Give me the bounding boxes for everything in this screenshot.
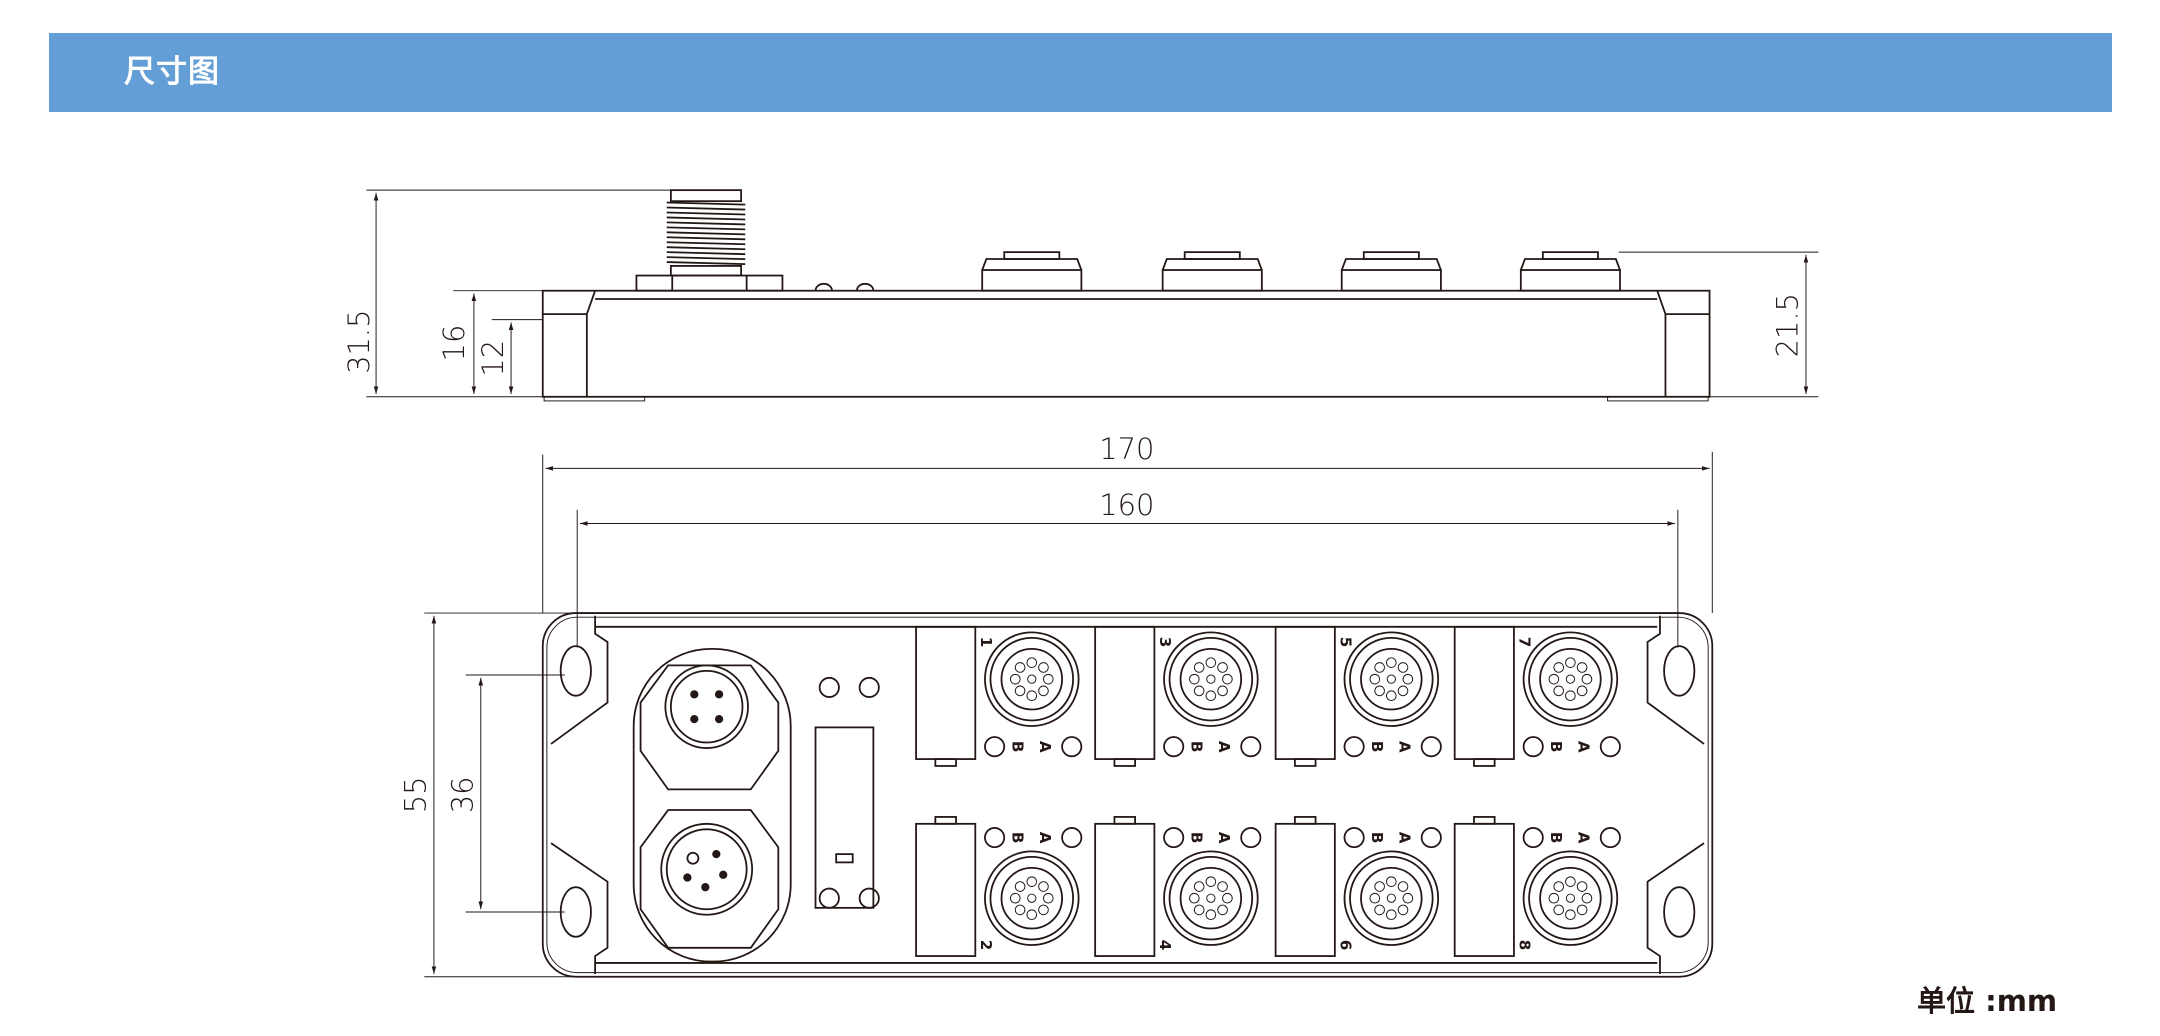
led-b-label: B <box>1547 741 1565 753</box>
led-b <box>1343 827 1365 849</box>
port-number: 4 <box>1156 940 1174 951</box>
m12-port-connector <box>984 631 1080 727</box>
port-number: 3 <box>1156 637 1174 648</box>
led-a <box>1420 736 1442 758</box>
led-a-label: A <box>1575 741 1593 753</box>
port-connector-side <box>1519 251 1621 292</box>
port-label-window <box>915 822 977 957</box>
led-b <box>1343 736 1365 758</box>
port-connector-side <box>981 251 1083 292</box>
led-a-label: A <box>1036 832 1054 844</box>
led-b-label: B <box>1188 741 1206 753</box>
port-connector-side <box>1161 251 1263 292</box>
status-led <box>818 676 840 698</box>
section-header: 尺寸图 <box>49 33 2112 112</box>
led-b-label: B <box>1188 832 1206 844</box>
dim-port-height: 21.5 <box>1771 293 1805 357</box>
led-a-label: A <box>1036 741 1054 753</box>
led-a-label: A <box>1396 741 1414 753</box>
m12-port-connector <box>1163 631 1259 727</box>
front-view: 170 160 55 36 <box>399 432 1714 978</box>
port-label-window <box>1094 822 1156 957</box>
m12-port-connector <box>1522 850 1619 946</box>
led-b <box>984 736 1006 758</box>
led-a <box>1061 827 1083 849</box>
port-label-window <box>1094 625 1156 760</box>
dim-width: 55 <box>399 776 433 813</box>
m12-connector-side <box>635 189 784 292</box>
side-view: 31.5 16 12 21.5 <box>342 189 1819 402</box>
status-led <box>858 676 880 698</box>
dim-hole-spacing: 160 <box>1099 488 1154 522</box>
led-b <box>1163 827 1185 849</box>
led-a <box>1599 736 1621 758</box>
led-a-label: A <box>1575 832 1593 844</box>
m12-port-connector <box>984 850 1080 946</box>
dim-hole-spacing-vertical: 36 <box>446 776 480 813</box>
dim-length: 170 <box>1099 432 1154 466</box>
m12-power-connector-in <box>664 664 749 749</box>
led-b-label: B <box>1368 832 1386 844</box>
m12-port-connector <box>1522 631 1619 727</box>
led-a <box>1061 736 1083 758</box>
mounting-hole <box>1663 645 1696 697</box>
port-number: 8 <box>1515 940 1533 951</box>
dim-base-height: 12 <box>476 340 510 377</box>
port-connector-side <box>1340 251 1442 292</box>
led-a-label: A <box>1215 832 1233 844</box>
led-b-label: B <box>1009 832 1027 844</box>
led-a <box>1420 827 1442 849</box>
dim-body-height: 16 <box>437 325 471 362</box>
m12-port-connector <box>1163 850 1259 946</box>
port-label-window <box>1274 625 1336 760</box>
m12-port-connector <box>1343 850 1440 946</box>
led-b <box>984 827 1006 849</box>
unit-label: 单位 :mm <box>1917 984 2058 1018</box>
m12-power-connector-out <box>660 822 754 916</box>
led-b <box>1163 736 1185 758</box>
port-number: 7 <box>1515 637 1533 648</box>
led-a <box>1240 827 1262 849</box>
m12-port-connector <box>1343 631 1440 727</box>
status-led <box>858 887 880 909</box>
port-number: 1 <box>977 637 995 648</box>
led-a-label: A <box>1215 741 1233 753</box>
led-b-label: B <box>1368 741 1386 753</box>
mounting-hole <box>1663 886 1696 938</box>
port-label-window <box>1274 822 1336 957</box>
led-b-label: B <box>1009 741 1027 753</box>
led-b <box>1522 827 1544 849</box>
port-number: 2 <box>977 940 995 951</box>
led-a <box>1599 827 1621 849</box>
port-number: 5 <box>1336 637 1354 648</box>
led-a <box>1240 736 1262 758</box>
status-led <box>818 887 840 909</box>
dim-total-height: 31.5 <box>342 309 376 373</box>
port-number: 6 <box>1336 940 1354 951</box>
port-label-window <box>1453 625 1515 760</box>
label-window <box>814 726 875 909</box>
mounting-hole <box>559 886 592 938</box>
port-label-window <box>915 625 977 760</box>
mounting-hole <box>559 645 592 697</box>
port-label-window <box>1453 822 1515 957</box>
led-b-label: B <box>1547 832 1565 844</box>
section-title: 尺寸图 <box>124 54 220 90</box>
led-b <box>1522 736 1544 758</box>
led-a-label: A <box>1396 832 1414 844</box>
